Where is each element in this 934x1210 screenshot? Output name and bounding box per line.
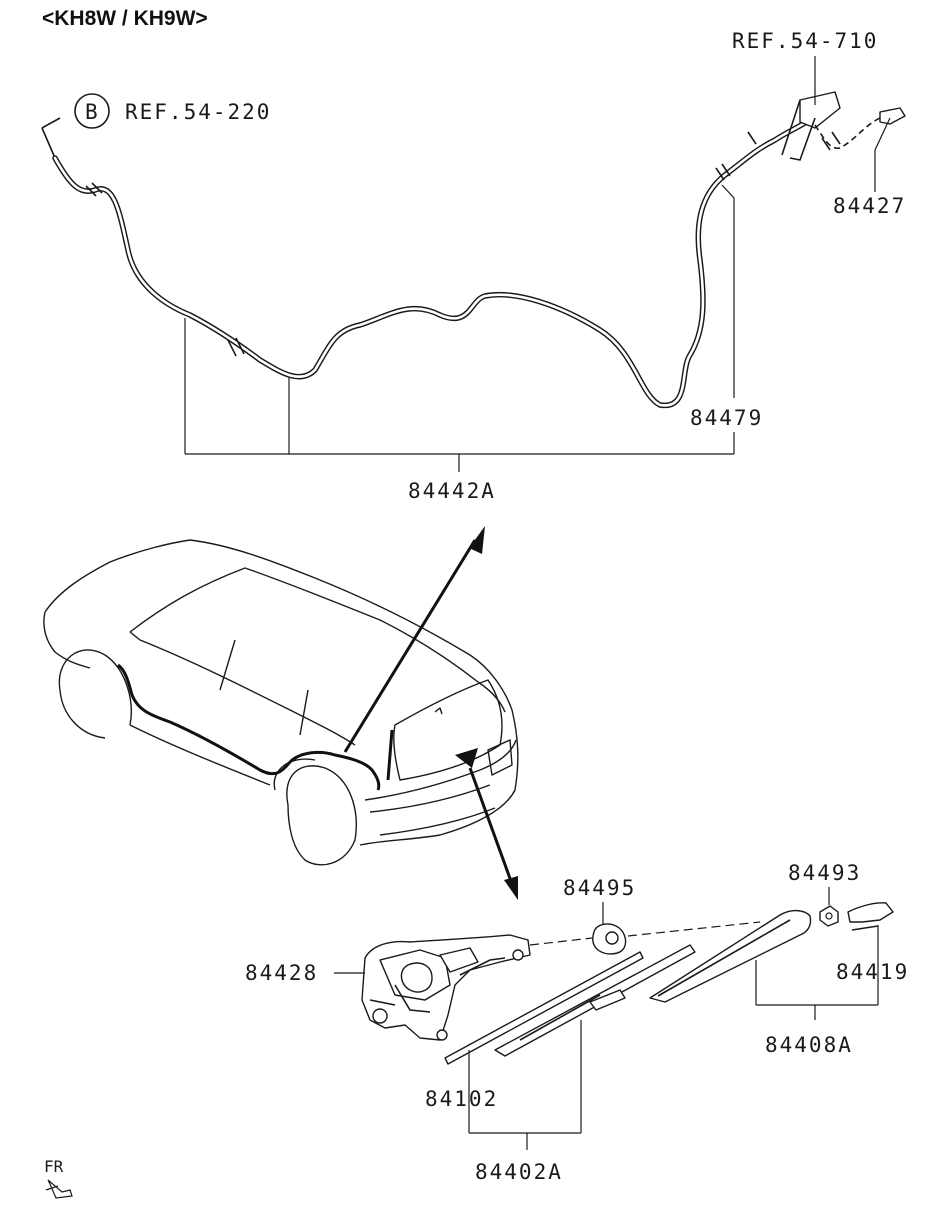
washer-hose-84442A [41, 91, 906, 408]
vehicle-outline [43, 539, 519, 866]
orientation-arrow-icon [45, 1179, 73, 1199]
ref-54-220-label: REF.54-220 [125, 100, 271, 124]
bracket-84442A [184, 318, 735, 472]
diagram-title: <KH8W / KH9W> [42, 7, 208, 30]
arrow-to-hose [343, 526, 485, 753]
part-label-84427: 84427 [833, 194, 906, 218]
part-label-84493: 84493 [788, 861, 861, 885]
wiper-motor-84428 [361, 934, 531, 1041]
part-label-84479: 84479 [690, 406, 763, 430]
ref-54-710-label: REF.54-710 [732, 29, 878, 53]
circle-b-marker [74, 93, 110, 129]
circle-b-letter: B [85, 100, 100, 124]
wiper-arm-84408A [649, 909, 812, 1003]
cap-84495 [592, 923, 627, 955]
part-label-84102: 84102 [425, 1087, 498, 1111]
part-label-84402A: 84402A [475, 1160, 563, 1184]
orientation-label: FR [44, 1157, 64, 1176]
cover-84419 [847, 902, 894, 931]
arrow-to-wiper [468, 767, 518, 900]
part-label-84442A: 84442A [408, 479, 496, 503]
part-label-84408A: 84408A [765, 1033, 853, 1057]
part-label-84495: 84495 [563, 876, 636, 900]
wiper-blade-84402A [444, 944, 696, 1065]
part-label-84419: 84419 [836, 960, 909, 984]
part-label-84428: 84428 [245, 961, 318, 985]
nut-84493 [819, 905, 839, 927]
